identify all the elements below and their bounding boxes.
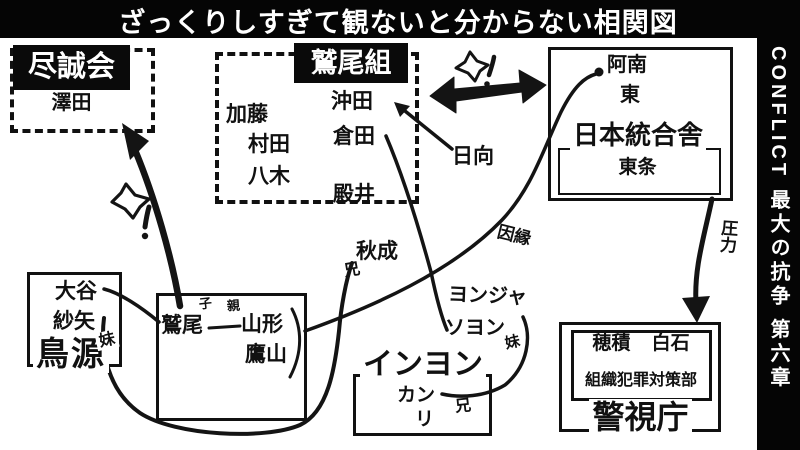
brother-label-right: 兄 <box>454 395 472 416</box>
person-hinata: 日向 <box>452 145 494 168</box>
spark-exclamation-right <box>486 54 497 78</box>
side-bar: CONFLICT 最大の抗争 第六章 <box>757 0 800 450</box>
member-kato: 加藤 <box>226 103 268 126</box>
spark-exclamation-left <box>142 204 152 230</box>
member-washio: 鷲尾 <box>161 314 203 337</box>
member-otani: 大谷 <box>55 280 97 303</box>
member-takayama: 鷹山 <box>245 343 287 366</box>
member-yamagata: 山形 <box>241 313 283 336</box>
sister-label-right: 妹 <box>503 331 522 353</box>
conflict-spark-icon <box>454 50 490 83</box>
member-shiraishi: 白石 <box>651 333 690 354</box>
member-saya: 紗矢 <box>53 310 95 333</box>
parent-label: 親 <box>226 298 241 315</box>
person-yonja: ヨンジャ <box>447 283 528 309</box>
series-title: CONFLICT 最大の抗争 第六章 <box>767 46 789 391</box>
arrowhead-keishicho <box>682 296 710 323</box>
member-sawada: 澤田 <box>51 92 92 114</box>
person-akinari: 秋成 <box>356 240 398 263</box>
member-murata: 村田 <box>248 133 290 156</box>
member-ri: リ <box>415 409 435 430</box>
jinseikai-title: 尽誠会 <box>13 45 130 90</box>
member-yagi: 八木 <box>248 165 290 188</box>
member-hozumi: 穂積 <box>592 333 631 354</box>
member-okita: 沖田 <box>331 90 373 113</box>
conflict-spark-icon <box>110 182 151 220</box>
brother-label-left: 兄 <box>342 258 362 281</box>
inyon-title: インヨン <box>353 348 493 381</box>
member-higashi: 東 <box>620 84 640 106</box>
conflict-double-arrow <box>429 69 547 114</box>
keishicho-division: 組織犯罪対策部 <box>584 372 697 389</box>
arrow-washio-to-jinseikai <box>131 146 184 310</box>
title-bar: ざっくりしすぎて観ないと分からない相関図 <box>0 0 800 38</box>
member-tonoi: 殿井 <box>333 183 375 206</box>
member-kurata: 倉田 <box>333 125 375 148</box>
person-soyon: ソヨン <box>445 317 505 339</box>
member-anan: 阿南 <box>607 54 647 76</box>
member-kan: カン <box>397 385 436 406</box>
chart-title: ざっくりしすぎて観ないと分からない相関図 <box>118 8 678 38</box>
washiogumi-title: 鷲尾組 <box>294 43 408 83</box>
spark-exclamation-dot-left <box>141 232 149 240</box>
pressure-label: 圧力 <box>715 218 738 254</box>
tougousha-title: 日本統合舎 <box>548 121 728 151</box>
innen-label: 因縁 <box>495 222 533 250</box>
child-label: 子 <box>198 296 213 313</box>
arrow-pressure <box>693 196 715 306</box>
keishicho-title: 警視庁 <box>559 399 722 435</box>
keishicho-members: 穂積 白石 <box>571 333 711 355</box>
member-tojo: 東条 <box>618 157 657 178</box>
spark-exclamation-dot-right <box>484 81 490 87</box>
torigen-title: 鳥源 <box>33 337 109 373</box>
